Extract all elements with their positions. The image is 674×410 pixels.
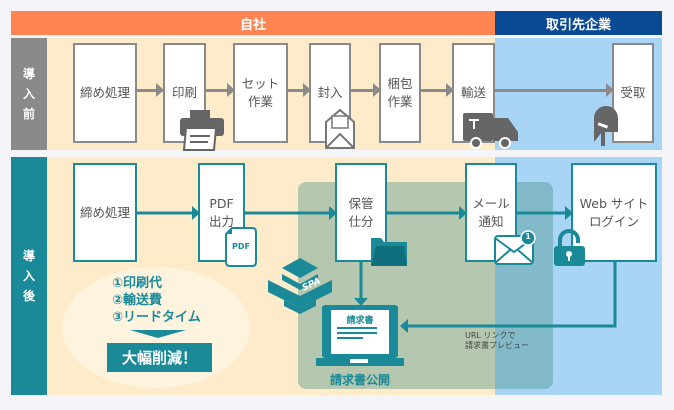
reduction-badge: 大幅削減！ — [107, 343, 212, 372]
before-flow-line — [137, 89, 607, 92]
mail-icon — [494, 230, 536, 265]
before-label: 導 入 前 — [11, 38, 47, 150]
envelope-icon — [325, 108, 355, 149]
spa-stack-icon — [268, 258, 332, 314]
url-preview-note: URL リンクで 請求書プレビュー — [465, 331, 529, 350]
own-company-header: 自社 — [11, 11, 495, 35]
benefit-item: ②輸送費 — [112, 293, 163, 308]
laptop-icon — [316, 305, 404, 366]
before-step-set: セット 作業 — [233, 43, 288, 143]
before-step-closing: 締め処理 — [73, 43, 137, 143]
benefit-item: ①印刷代 — [112, 276, 163, 291]
laptop-doc-title: 請求書 — [346, 316, 374, 326]
after-step-closing: 締め処理 — [73, 163, 137, 262]
truck-icon — [463, 113, 518, 149]
pdf-file-icon — [225, 227, 257, 267]
unlock-icon — [554, 229, 585, 266]
printer-icon — [180, 110, 224, 151]
after-step-web-login: Web サイト ログイン — [571, 163, 657, 262]
after-label: 導 入 後 — [11, 157, 47, 395]
before-step-pack: 梱包 作業 — [379, 43, 421, 143]
after-step-mail-notify: メール 通知 — [465, 163, 517, 262]
mail-badge-count: 1 — [525, 232, 531, 241]
folder-icon — [371, 238, 407, 266]
before-step-receive: 受取 — [612, 43, 654, 143]
publish-label: 請求書公開 — [329, 373, 390, 387]
pdf-icon-text: PDF — [232, 242, 250, 251]
benefit-item: ③リードタイム — [112, 310, 201, 325]
down-triangle-icon — [130, 330, 186, 338]
benefit-list: ①印刷代 ②輸送費 ③リードタイム — [112, 275, 232, 326]
mailbox-icon — [594, 106, 618, 146]
partner-header: 取引先企業 — [495, 11, 662, 35]
